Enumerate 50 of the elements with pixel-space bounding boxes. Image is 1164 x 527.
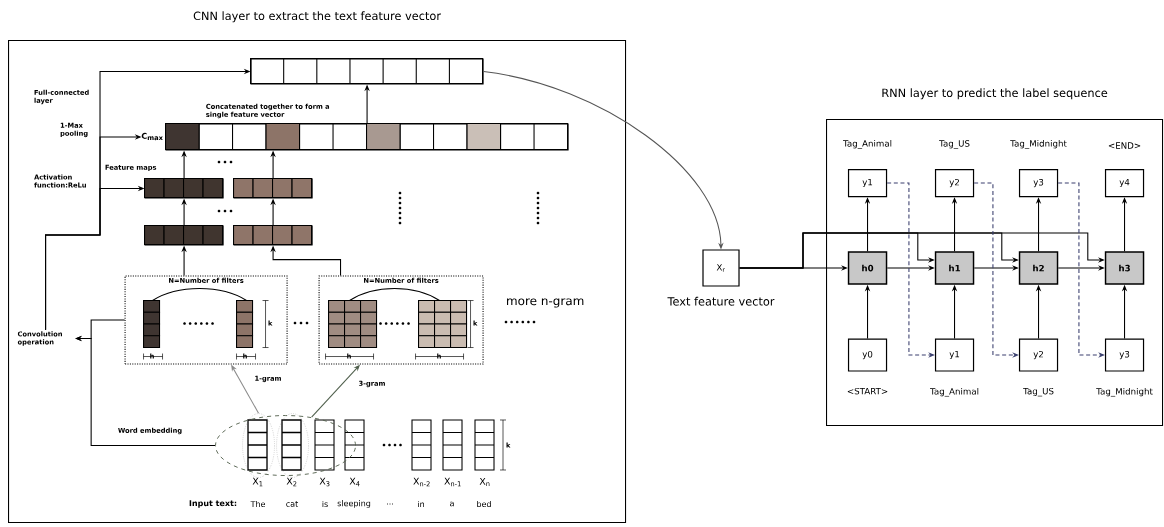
vector-label: C$_{max}$ (141, 132, 163, 141)
vector-box: y2 (1018, 338, 1059, 372)
vector-box: y4 (1104, 168, 1145, 198)
vector-box: y3 (1104, 338, 1145, 372)
vector-bar (144, 225, 224, 246)
hidden-state-box: h1 (934, 251, 975, 285)
hidden-state-box: h0 (847, 251, 888, 285)
vector-label: X$_{4}$ (349, 477, 360, 487)
tag-label: <START> (847, 387, 888, 395)
word-label: sleeping (337, 500, 371, 508)
word-label: ... (387, 503, 393, 505)
note-text: more n-gram (507, 298, 584, 308)
word-label: bed (477, 500, 491, 508)
vector-bar (250, 58, 484, 85)
word-label: a (450, 501, 454, 507)
vector-bar (233, 225, 313, 246)
vector-box: y1 (847, 168, 888, 198)
word-label: Input text: (189, 500, 237, 508)
tag-label: Tag_US (1023, 387, 1054, 397)
word-label: is (322, 500, 328, 508)
vector-bar (144, 178, 224, 199)
vector-label: X$_{2}$ (286, 477, 297, 487)
vector-label: X$_{n-1}$ (444, 477, 461, 487)
vector-box: X$_{r}$ (702, 249, 740, 287)
vector-box: y2 (934, 168, 975, 198)
vector-box: y3 (1018, 168, 1059, 198)
vector-label: X$_{n}$ (479, 477, 490, 487)
vector-label: X$_{n-2}$ (413, 477, 430, 487)
hidden-state-box: h2 (1018, 251, 1059, 285)
vector-label: X$_{3}$ (319, 477, 330, 487)
grouping-ellipse (276, 413, 309, 478)
tag-label: Tag_Midnight (1096, 387, 1153, 397)
vector-bar (233, 178, 313, 199)
word-label: cat (286, 501, 299, 507)
tag-label: Tag_Midnight (1010, 140, 1067, 149)
tag-label: Tag_Animal (843, 140, 892, 149)
grouping-ellipse (242, 413, 275, 478)
grouping-ellipse (215, 415, 356, 476)
tag-label: Tag_US (939, 140, 970, 149)
vector-box: y1 (934, 338, 975, 372)
word-label: The (250, 500, 266, 508)
node-label: RNN layer to predict the label sequence (882, 88, 1108, 100)
tag-label: Tag_Animal (930, 387, 979, 397)
word-label: in (418, 500, 424, 508)
tag-label: Text feature vector (667, 296, 775, 306)
tag-label: <END> (1108, 142, 1141, 149)
vector-box: y0 (847, 338, 888, 372)
hidden-state-box: h3 (1104, 251, 1145, 285)
vector-label: X$_{1}$ (252, 477, 263, 487)
node-label: CNN layer to extract the text feature vector (193, 11, 441, 23)
